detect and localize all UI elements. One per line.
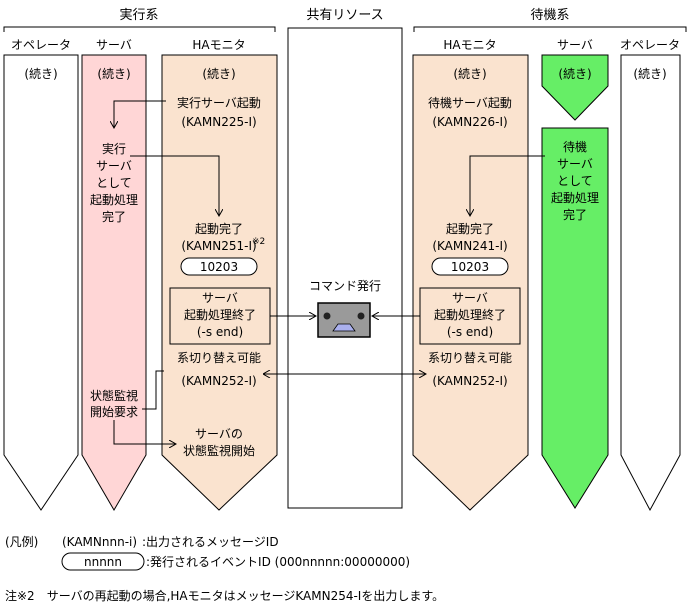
active-start-code: (KAMN225-I): [181, 115, 256, 129]
command-icon: [317, 302, 371, 338]
legend-title: (凡例): [5, 535, 38, 549]
lane-shared-resource: [287, 27, 403, 509]
active-end-box: [169, 287, 271, 345]
continued-server-right: (続き): [558, 67, 591, 81]
standby-end-line3: (-s end): [447, 325, 493, 339]
legend-message-sample: (KAMNnnn-i): [62, 535, 137, 549]
standby-server-boot-line: として: [557, 174, 593, 188]
command-icon-eye-left: [323, 312, 331, 320]
footnote: 注※2 サーバの再起動の場合,HAモニタはメッセージKAMN254-Iを出力しま…: [5, 588, 444, 603]
group-header-shared: 共有リソース: [306, 8, 383, 23]
active-end-line1: サーバ: [202, 291, 238, 305]
group-header-standby: 待機系: [413, 8, 687, 32]
group-label-shared: 共有リソース: [306, 8, 383, 23]
standby-server-boot-line: 完了: [563, 207, 587, 222]
group-header-active: 実行系: [3, 7, 276, 32]
lane-ha-right: [412, 54, 529, 511]
active-server-monitor-request: 状態監視 開始要求: [90, 388, 138, 419]
standby-start-code: (KAMN226-I): [432, 115, 507, 129]
arrow-monitor-start: [113, 420, 176, 444]
lane-server-right-top: [541, 54, 609, 121]
active-done-code: (KAMN251-I): [181, 239, 256, 253]
active-start-label: 実行サーバ起動: [177, 95, 261, 110]
active-event-id: 10203: [200, 260, 238, 274]
standby-end-line1: サーバ: [452, 291, 488, 305]
standby-event-badge: [431, 257, 509, 276]
active-done-note-mark: ※2: [252, 237, 265, 247]
standby-start-label: 待機サーバ起動: [428, 95, 512, 110]
column-header-server-left: サーバ: [96, 38, 132, 52]
active-server-boot-text: 実行 サーバ として 起動処理 完了: [90, 141, 138, 224]
standby-server-boot-text: 待機 サーバ として 起動処理 完了: [551, 139, 599, 222]
command-icon-eye-right: [357, 312, 365, 320]
arrow-server-to-ha-done: [130, 155, 219, 216]
continued-server-left: (続き): [97, 67, 130, 81]
lane-ha-left: [161, 54, 278, 511]
column-header-ha-right: HAモニタ: [443, 38, 496, 52]
arrow-standby-server-to-ha-done: [470, 155, 545, 216]
legend-event-desc: :発行されるイベントID (000nnnnn:00000000): [146, 555, 410, 569]
active-server-boot-line: 実行: [102, 141, 126, 156]
standby-switch-code: (KAMN252-I): [432, 374, 507, 388]
command-label: コマンド発行: [309, 279, 381, 293]
legend-message-desc: :出力されるメッセージID: [142, 535, 279, 549]
legend-event-badge: [61, 552, 145, 571]
group-label-active: 実行系: [119, 7, 158, 23]
arrow-ha-to-server-start: [114, 100, 166, 128]
lane-server-right-bottom: [541, 127, 609, 509]
active-server-boot-line: 起動処理: [90, 193, 138, 207]
group-label-standby: 待機系: [530, 8, 569, 23]
active-done-label: 起動完了: [195, 221, 243, 236]
standby-end-box: [419, 287, 521, 345]
active-switch-label: 系切り替え可能: [177, 351, 261, 365]
standby-event-id: 10203: [451, 260, 489, 274]
monitor-request-line: 状態監視: [90, 388, 138, 403]
legend: (凡例) (KAMNnnn-i) :出力されるメッセージID nnnnn :発行…: [5, 535, 410, 571]
line-monitor-request: [142, 370, 164, 410]
standby-done-code: (KAMN241-I): [432, 239, 507, 253]
active-monitor-line1: サーバの: [195, 427, 243, 441]
continued-ha-right: (続き): [453, 67, 486, 81]
continued-ha-left: (続き): [202, 67, 235, 81]
column-header-operator-right: オペレータ: [620, 38, 680, 52]
active-end-line3: (-s end): [197, 325, 243, 339]
standby-server-boot-line: 待機: [563, 139, 587, 154]
lane-server-left: [81, 54, 147, 511]
group-bracket-active: [3, 26, 276, 32]
continued-operator-left: (続き): [24, 67, 57, 81]
standby-server-boot-line: サーバ: [557, 157, 593, 171]
active-end-line2: 起動処理終了: [184, 307, 256, 322]
active-server-boot-line: として: [96, 176, 132, 190]
command-icon-body: [317, 302, 371, 338]
standby-done-label: 起動完了: [446, 221, 494, 236]
active-server-boot-line: サーバ: [96, 159, 132, 173]
command-icon-mouth: [332, 323, 356, 332]
legend-event-sample: nnnnn: [84, 555, 122, 569]
continued-operator-right: (続き): [633, 67, 666, 81]
monitor-request-line: 開始要求: [90, 405, 138, 419]
lane-operator-left: [3, 54, 79, 511]
column-header-server-right: サーバ: [557, 38, 593, 52]
active-event-badge: [180, 257, 258, 276]
column-header-operator-left: オペレータ: [11, 38, 71, 52]
standby-switch-label: 系切り替え可能: [428, 351, 512, 365]
active-monitor-line2: 状態監視開始: [183, 443, 255, 458]
column-header-ha-left: HAモニタ: [192, 38, 245, 52]
active-switch-code: (KAMN252-I): [181, 374, 256, 388]
group-bracket-standby: [413, 26, 687, 32]
standby-server-boot-line: 起動処理: [551, 191, 599, 205]
lane-operator-right: [620, 54, 681, 512]
active-server-boot-line: 完了: [102, 209, 126, 224]
standby-end-line2: 起動処理終了: [434, 307, 506, 322]
